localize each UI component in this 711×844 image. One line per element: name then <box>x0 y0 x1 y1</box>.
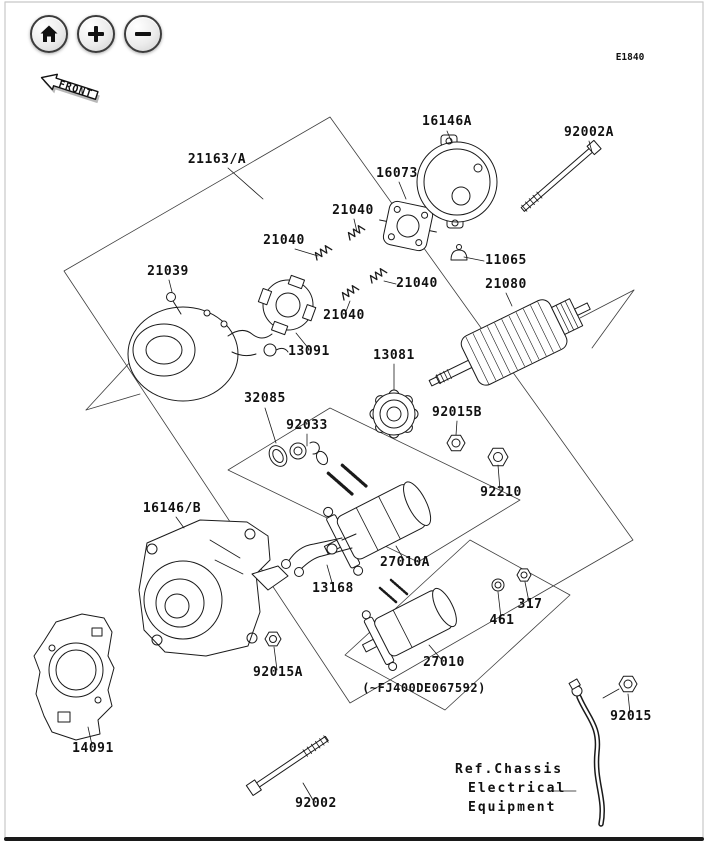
ref-note-line-3: Equipment <box>468 800 556 815</box>
bolt-21039 <box>166 292 182 315</box>
sheet-code: E1840 <box>616 52 645 63</box>
assembly-boxes <box>63 116 635 711</box>
zoom-in-button[interactable] <box>77 15 115 53</box>
part-label-317: 317 <box>518 597 543 612</box>
front-arrow-label: FRONT <box>57 79 94 100</box>
nut-92015B <box>446 434 466 452</box>
motor-yoke <box>127 306 289 402</box>
part-label-13081: 13081 <box>373 348 415 363</box>
part-label-16073: 16073 <box>376 166 418 181</box>
viewer-toolbar <box>30 15 162 53</box>
part-labels: 21163/A 16146A 92002A 16073 21040 21040 … <box>72 114 652 815</box>
brush-plate-16073 <box>379 200 437 252</box>
solenoid-studs-27010 <box>378 578 409 604</box>
bolt-92002A <box>520 139 602 212</box>
part-label-461: 461 <box>490 613 515 628</box>
leader-lines <box>87 130 631 801</box>
part-label-13168: 13168 <box>312 581 354 596</box>
part-label-21080: 21080 <box>485 277 527 292</box>
cover-14091 <box>33 613 115 741</box>
part-label-21040-d: 21040 <box>323 308 365 323</box>
part-label-16146B: 16146/B <box>143 501 201 516</box>
zoom-out-icon <box>135 32 151 36</box>
part-label-32085: 32085 <box>244 391 286 406</box>
zoom-in-icon <box>88 26 104 42</box>
end-cover-16146A <box>416 134 498 229</box>
part-label-27010A: 27010A <box>380 555 430 570</box>
gear-housing-16146B <box>138 519 289 657</box>
part-label-92015B: 92015B <box>432 405 482 420</box>
part-label-21163A: 21163/A <box>188 152 246 167</box>
home-icon <box>40 25 58 42</box>
part-label-92015: 92015 <box>610 709 652 724</box>
part-label-92210: 92210 <box>480 485 522 500</box>
ref-note-line-1: Ref.Chassis <box>455 762 563 777</box>
solenoid-27010 <box>361 587 457 671</box>
part-label-16146A: 16146A <box>422 114 472 129</box>
front-arrow: FRONT <box>40 73 100 104</box>
zoom-out-button[interactable] <box>124 15 162 53</box>
bolt-92002 <box>245 735 329 796</box>
part-label-92033: 92033 <box>286 418 328 433</box>
part-label-21040-a: 21040 <box>332 203 374 218</box>
pinion-gear-13081 <box>369 389 419 439</box>
ref-note-line-2: Electrical <box>468 781 566 796</box>
inset-caption: (~FJ400DE067592) <box>362 681 486 695</box>
home-button[interactable] <box>30 15 68 53</box>
brush-holder-13091 <box>257 274 317 336</box>
part-label-27010: 27010 <box>423 655 465 670</box>
solenoid-studs-27010A <box>326 463 368 496</box>
oring-set-32085-92033 <box>268 441 329 467</box>
nut-92015A <box>264 631 282 647</box>
part-label-92015A: 92015A <box>253 665 303 680</box>
part-label-14091: 14091 <box>72 741 114 756</box>
nut-92210 <box>487 447 509 467</box>
part-label-21040-c: 21040 <box>396 276 438 291</box>
page-border <box>4 1 704 841</box>
washer-461 <box>491 578 505 592</box>
solenoid-27010A <box>323 481 432 576</box>
shift-lever-13168 <box>281 533 357 577</box>
brush-springs-21040 <box>314 225 388 301</box>
nut-92015 <box>618 675 638 693</box>
cap-11065 <box>450 244 468 261</box>
part-label-13091: 13091 <box>288 344 330 359</box>
part-label-11065: 11065 <box>485 253 527 268</box>
part-label-92002A: 92002A <box>564 125 614 140</box>
chassis-wire <box>568 678 605 827</box>
part-label-92002: 92002 <box>295 796 337 811</box>
armature-21080 <box>428 298 591 387</box>
part-label-21040-b: 21040 <box>263 233 305 248</box>
part-label-21039: 21039 <box>147 264 189 279</box>
nut-317 <box>516 568 532 582</box>
